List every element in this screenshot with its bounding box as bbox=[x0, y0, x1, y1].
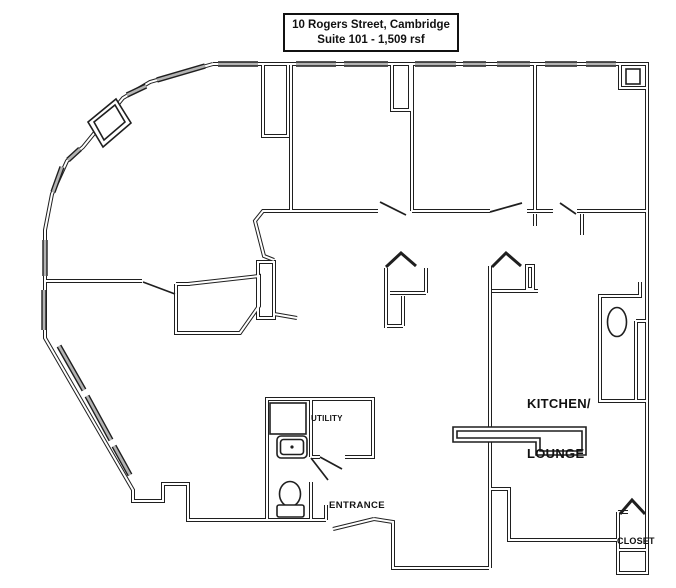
door-leaves bbox=[142, 201, 577, 481]
title-address: 10 Rogers Street, Cambridge bbox=[292, 18, 450, 31]
corner-column-icon bbox=[625, 68, 641, 85]
title-suite: Suite 101 - 1,509 rsf bbox=[317, 33, 425, 46]
entrance-label: ENTRANCE bbox=[329, 500, 385, 511]
utility-label: UTILITY bbox=[311, 414, 343, 423]
sink-icon bbox=[276, 435, 308, 459]
title-box: 10 Rogers Street, Cambridge Suite 101 - … bbox=[283, 13, 459, 52]
kitchen-counter bbox=[452, 426, 587, 456]
kitchen-lounge-label-line1: KITCHEN/ bbox=[527, 395, 591, 411]
closet-label: CLOSET bbox=[617, 536, 655, 546]
kitchen-lounge-label-line2: LOUNGE bbox=[527, 446, 585, 462]
basin-oval-icon bbox=[606, 306, 628, 338]
toilet-icon bbox=[276, 480, 305, 518]
storage-box bbox=[269, 402, 307, 435]
kitchen-lounge-label: KITCHEN/ LOUNGE bbox=[527, 362, 591, 497]
column-diamond-icon bbox=[86, 97, 133, 149]
chevron-door-icons bbox=[384, 250, 647, 516]
